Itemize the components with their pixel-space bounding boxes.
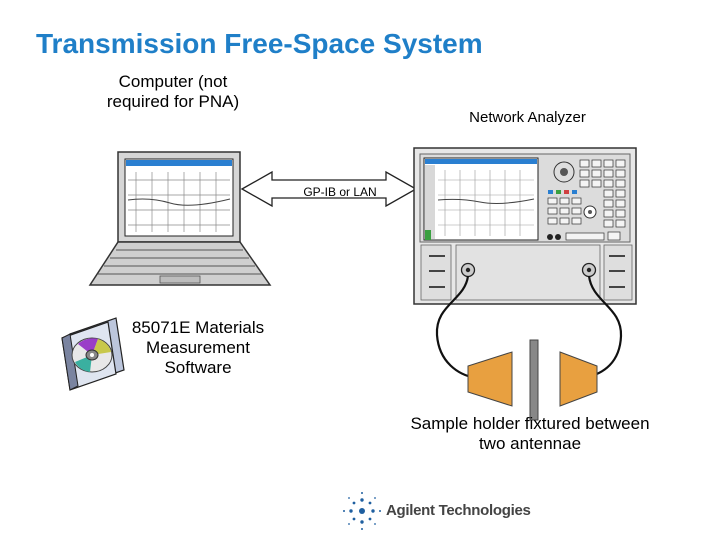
sample-holder-label: Sample holder fixtured between two anten…	[410, 414, 650, 453]
test-cables	[435, 275, 623, 380]
sample-holder-icon	[529, 339, 539, 421]
network-analyzer-label: Network Analyzer	[469, 109, 586, 126]
gpib-lan-label: GP-IB or LAN	[303, 185, 377, 199]
horn-antenna-icon	[467, 351, 513, 407]
software-label: 85071E Materials Measurement Software	[131, 318, 265, 377]
page-title: Transmission Free-Space System	[36, 28, 483, 59]
horn-antenna-icon	[559, 351, 598, 407]
laptop-icon	[88, 151, 272, 286]
network-analyzer-icon	[413, 147, 637, 305]
cd-case-icon	[61, 317, 125, 391]
agilent-logo-text: Agilent Technologies	[386, 502, 531, 519]
computer-label: Computer (not required for PNA)	[106, 72, 240, 111]
agilent-spark-logo	[343, 492, 381, 530]
